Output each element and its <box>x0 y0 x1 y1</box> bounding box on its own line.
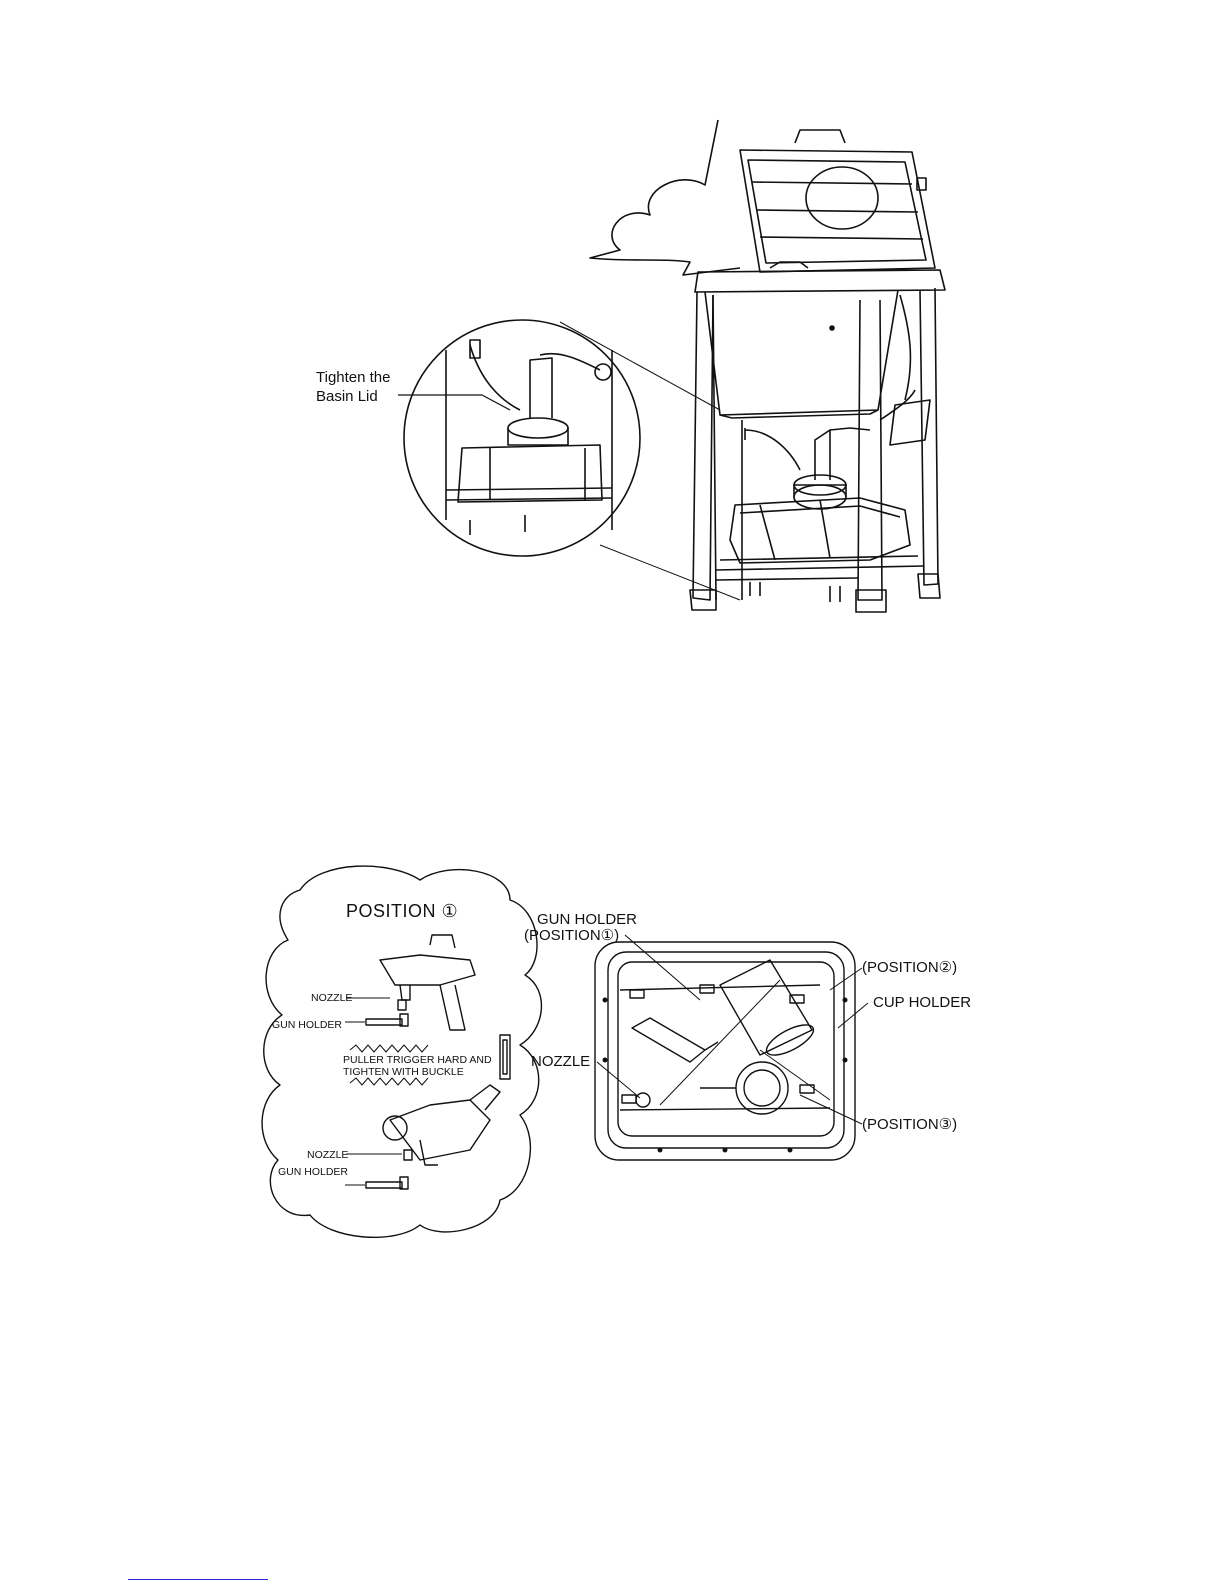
instruction-line2: TIGHTEN WITH BUCKLE <box>343 1067 464 1079</box>
basin-top-view <box>595 942 855 1160</box>
position3-leader <box>800 1095 862 1124</box>
tighten-lid-leader <box>398 395 510 410</box>
position1-title: POSITION ① <box>346 902 458 922</box>
basin-tub <box>695 262 945 418</box>
spray-gun-top <box>380 935 475 1030</box>
tighten-lid-label-line1: Tighten the <box>316 370 391 387</box>
gun-holder-bottom <box>345 1154 408 1189</box>
cup-holder-callout: CUP HOLDER <box>873 995 971 1012</box>
magnifier-inset <box>404 320 640 556</box>
pump-assembly <box>745 295 930 480</box>
footer-rule <box>128 1579 268 1580</box>
basin-bolts <box>603 998 848 1153</box>
instruction-line1: PULLER TRIGGER HARD AND <box>343 1055 492 1067</box>
tighten-lid-label-line2: Basin Lid <box>316 389 391 406</box>
nozzle-label-bottom: NOZZLE <box>307 1150 348 1162</box>
nozzle-callout: NOZZLE <box>531 1054 590 1071</box>
solvent-tank <box>730 475 910 602</box>
gun-holder-callout-line2: (POSITION①) <box>524 928 619 945</box>
open-lid <box>740 130 935 272</box>
cup-holder-leader <box>838 1003 868 1028</box>
tighten-lid-label: Tighten the Basin Lid <box>316 370 391 407</box>
gun-holder-label-top: GUN HOLDER <box>272 1020 342 1032</box>
buckle <box>500 1035 510 1079</box>
nozzle-label-top: NOZZLE <box>311 993 352 1005</box>
gun-holder-label-bottom: GUN HOLDER <box>278 1167 348 1179</box>
position2-leader <box>830 968 862 990</box>
spray-gun-bottom <box>383 1085 500 1165</box>
position3-callout: (POSITION③) <box>862 1117 957 1134</box>
vapor-cloud <box>590 120 740 275</box>
position2-callout: (POSITION②) <box>862 960 957 977</box>
